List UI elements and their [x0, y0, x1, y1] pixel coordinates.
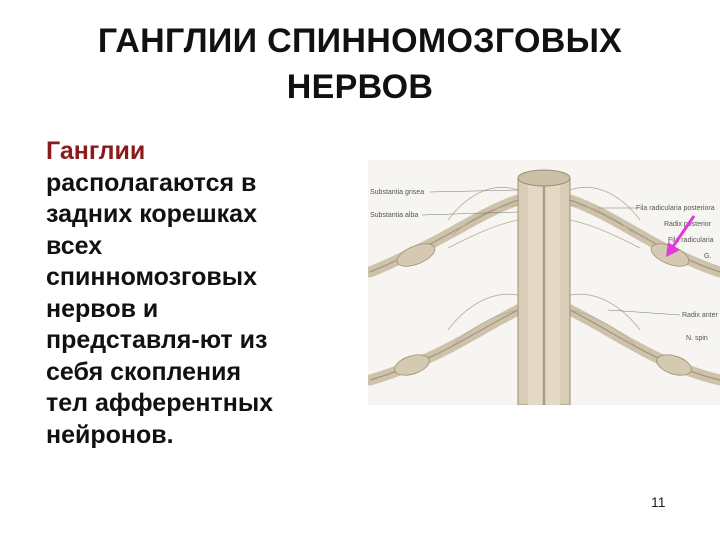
- label-n-spinalis: N. spin: [686, 335, 708, 342]
- page-number: 11: [651, 494, 666, 510]
- label-fila-radicularia-posteriora: Fila radicularia posteriora: [636, 205, 715, 212]
- label-substantia-grisea: Substantia grisea: [370, 189, 424, 196]
- body-lead-term: Ганглии: [46, 137, 146, 165]
- body-line: нервов и: [46, 294, 159, 323]
- upper-left-nerve: [368, 194, 524, 278]
- slide-title: ГАНГЛИИ СПИННОМОЗГОВЫХ НЕРВОВ: [40, 18, 680, 110]
- body-line: тел афферентных: [46, 389, 274, 417]
- body-line: задних корешках: [46, 200, 257, 228]
- spinal-cord-svg: Substantia grisea Substantia alba Fila r…: [368, 160, 720, 405]
- label-fila-radicularia: Fila radicularia: [668, 237, 714, 244]
- body-line: спинномозговых: [46, 263, 258, 291]
- body-line: себя скопления: [46, 357, 242, 386]
- body-line: располагаются в: [46, 168, 257, 197]
- slide-title-line-1: ГАНГЛИИ СПИННОМОЗГОВЫХ: [97, 22, 623, 60]
- slide-title-line-2: НЕРВОВ: [286, 68, 434, 106]
- spinal-cord-illustration: Substantia grisea Substantia alba Fila r…: [368, 160, 720, 405]
- body-text: Ганглии располагаются в задних корешках …: [46, 136, 356, 451]
- body-line: нейронов.: [46, 420, 174, 449]
- body-line: представля-ют из: [46, 326, 268, 354]
- lower-left-nerve: [368, 304, 524, 386]
- label-ganglion: G.: [704, 253, 711, 260]
- label-substantia-alba: Substantia alba: [370, 212, 418, 219]
- label-radix-anterior: Radix anter: [682, 312, 718, 319]
- spinal-cord: [517, 169, 571, 405]
- pointer-arrow: [666, 215, 696, 257]
- rootlet-fibres: [447, 186, 641, 346]
- body-line: всех: [46, 231, 103, 260]
- lower-right-nerve: [564, 304, 720, 386]
